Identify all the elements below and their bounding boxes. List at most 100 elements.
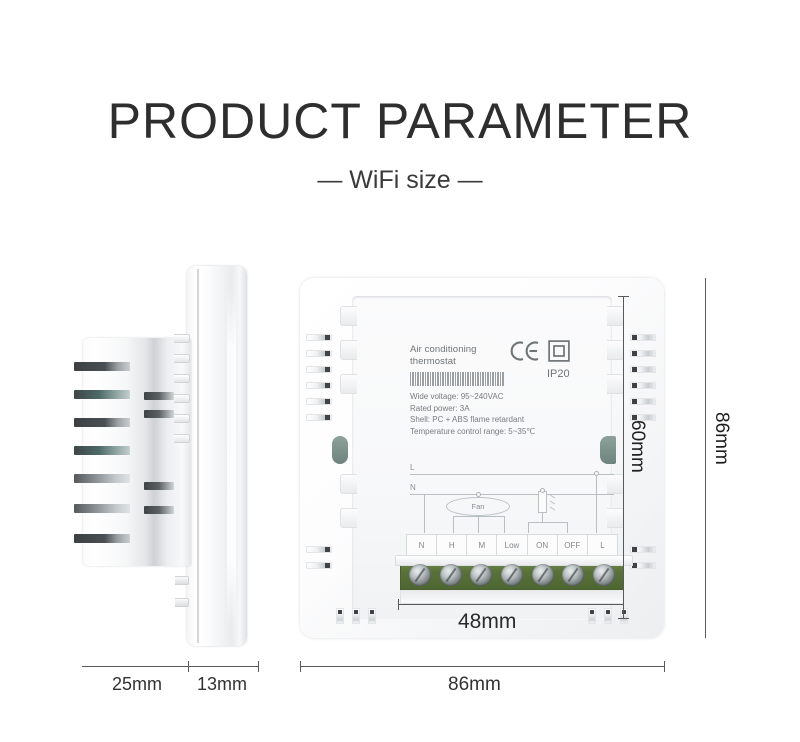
barcode — [410, 372, 504, 386]
terminal-label-h: H — [436, 534, 467, 558]
edge-vent-slot — [306, 398, 332, 405]
bottom-vent-slot — [336, 608, 344, 624]
screw-terminal — [531, 564, 554, 586]
wiring-node-relay — [540, 488, 545, 493]
mounting-tab — [174, 394, 190, 403]
vent-slot — [74, 362, 130, 371]
wiring-rail-neutral — [410, 494, 614, 495]
wiring-node-fan — [476, 492, 481, 497]
dimension-line-side-depths — [82, 666, 259, 667]
screw-terminal — [409, 564, 432, 586]
spec-temp-range: Temperature control range: 5~35℃ — [410, 426, 536, 436]
thermostat-back-view: Air conditioning thermostat Wide voltage… — [300, 278, 664, 638]
thermostat-side-view — [70, 258, 280, 654]
mounting-tab — [174, 334, 190, 343]
bottom-vent-slot — [588, 608, 596, 624]
wiring-drop-live — [596, 474, 597, 533]
dimension-label-60mm: 60mm — [627, 420, 648, 473]
retaining-clip-right — [600, 436, 616, 464]
wiring-rail-label-neutral: N — [410, 483, 416, 492]
terminal-label-off: OFF — [556, 534, 587, 558]
wiring-fan-arc — [453, 516, 505, 517]
edge-vent-slot — [306, 546, 332, 553]
dimension-tick — [664, 661, 665, 672]
rail-notch — [340, 306, 357, 326]
dimension-line-86mm-vertical — [705, 278, 706, 638]
wiring-relay-bus — [528, 522, 568, 523]
edge-vent-slot — [630, 382, 656, 389]
page-subtitle: — WiFi size — — [317, 166, 483, 194]
terminal-label-row: N H M Low ON OFF L — [406, 534, 618, 558]
wiring-relay-leg-off — [567, 522, 568, 533]
edge-vent-slot — [306, 414, 332, 421]
vent-slot — [74, 390, 130, 399]
wiring-fan-leg-h — [453, 516, 454, 533]
mounting-tab — [174, 374, 190, 383]
terminal-label-m: M — [466, 534, 497, 558]
front-panel-gloss-highlight — [227, 288, 236, 628]
page-title: PRODUCT PARAMETER — [107, 93, 693, 149]
edge-vent-slot — [630, 562, 656, 569]
spec-shell: Shell: PC + ABS flame retardant — [410, 415, 525, 424]
label-product-name-line1: Air conditioning — [410, 344, 477, 355]
dimension-line-60mm — [623, 296, 624, 618]
product-label: Air conditioning thermostat Wide voltage… — [410, 344, 620, 437]
screw-terminal — [470, 564, 493, 586]
rail-notch — [340, 508, 357, 528]
dimension-label-48mm: 48mm — [458, 610, 517, 633]
interior-slot — [144, 410, 174, 418]
edge-vent-slot — [306, 382, 332, 389]
bottom-vent-slot — [620, 608, 628, 624]
wiring-rail-live — [410, 474, 614, 475]
dimension-label-13mm: 13mm — [197, 674, 248, 694]
screw-terminal — [500, 564, 523, 586]
bottom-vent-slot — [604, 608, 612, 624]
label-spec-list: Wide voltage: 95~240VAC Rated power: 3A … — [410, 391, 620, 437]
bottom-vent-slot — [368, 608, 376, 624]
edge-vent-slot — [630, 334, 656, 341]
wiring-relay-drop — [542, 513, 543, 522]
dimension-label-25mm: 25mm — [112, 674, 163, 694]
dimension-tick — [618, 618, 629, 619]
relay-arrow-icon — [549, 492, 556, 511]
retaining-clip-left — [332, 436, 348, 464]
vent-slot — [74, 474, 130, 483]
wiring-node-live — [594, 471, 599, 476]
dimension-label-86mm-width: 86mm — [448, 674, 501, 695]
wiring-relay-leg-on — [528, 522, 529, 533]
bottom-vent-slot — [352, 608, 360, 624]
interior-slot — [144, 506, 174, 514]
wiring-fan-leg-low — [504, 516, 505, 533]
vent-slot — [74, 446, 130, 455]
screw-terminal — [592, 564, 615, 586]
edge-vent-slot — [630, 366, 656, 373]
dimension-tick — [398, 599, 399, 610]
wiring-rail-label-live: L — [410, 463, 415, 472]
screw-terminal — [439, 564, 462, 586]
interior-slot — [144, 392, 174, 400]
edge-vent-slot — [630, 546, 656, 553]
mounting-foot — [175, 576, 189, 585]
label-product-name-line2: thermostat — [410, 356, 456, 367]
dimension-line-86mm-width — [300, 666, 665, 667]
mounting-tab — [174, 414, 190, 423]
front-panel-side-profile — [187, 266, 247, 646]
interior-slot — [144, 482, 174, 490]
vent-slot — [74, 534, 130, 543]
dimension-line-48mm — [398, 604, 624, 605]
dimension-tick — [623, 599, 624, 610]
spec-rated-power: Rated power: 3A — [410, 403, 470, 413]
dimension-label-86mm-height: 86mm — [711, 412, 732, 465]
certification-block: IP20 — [510, 340, 596, 380]
dimension-tick — [618, 296, 629, 297]
edge-vent-slot — [306, 334, 332, 341]
terminal-label-low: Low — [496, 534, 527, 558]
ce-mark-icon — [510, 340, 544, 367]
wiring-drop-neutral — [424, 494, 425, 533]
edge-vent-slot — [306, 562, 332, 569]
edge-vent-slot — [306, 350, 332, 357]
dimension-tick — [188, 661, 189, 672]
mounting-foot — [175, 598, 189, 607]
ip-rating-text: IP20 — [547, 368, 570, 380]
